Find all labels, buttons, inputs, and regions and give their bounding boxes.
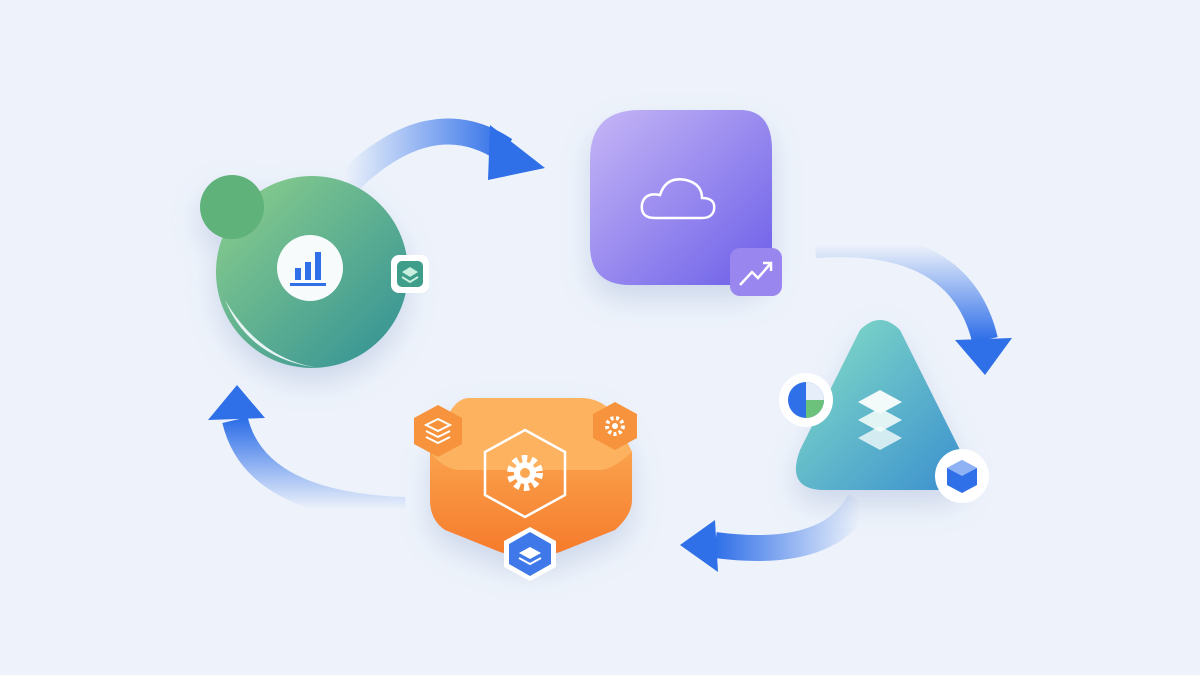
cloud-node [590,110,772,285]
gear-badge [593,402,637,450]
analytics-node [200,175,408,368]
arrow-top [335,118,545,195]
hexagon-outline [483,428,567,519]
trend-up-icon [730,248,782,296]
arrow-bottom [680,493,872,572]
cloud-icon [640,178,716,220]
arrow-left [208,385,406,523]
pie-chart-icon [779,373,833,427]
gear-icon [507,455,543,491]
bar-chart-icon [290,252,326,286]
cube-icon [935,449,989,503]
layers-badge-blue [504,527,556,581]
layers-icon [391,255,429,293]
layers-badge-orange [414,405,462,457]
stack-icon [858,390,902,450]
arrow-right [814,231,1012,375]
